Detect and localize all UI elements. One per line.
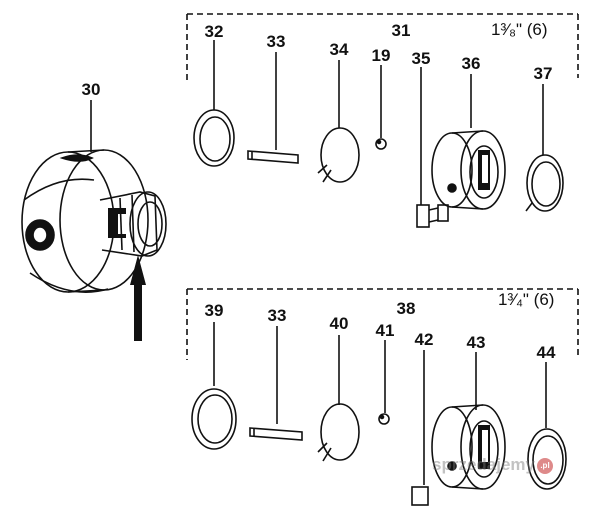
lower-group-title: 1³⁄₄" (6) xyxy=(498,290,555,309)
upper-group-title: 1³⁄₈" (6) xyxy=(491,20,548,39)
part-label-40: 40 xyxy=(329,314,349,333)
circlip-40 xyxy=(317,403,360,462)
bolt-42 xyxy=(411,486,429,506)
part-label-36: 36 xyxy=(461,54,481,73)
part-label-34: 34 xyxy=(329,40,349,59)
lower-leader-lines xyxy=(213,322,547,485)
pin-33-upper xyxy=(247,150,299,164)
snap-ring-37 xyxy=(525,154,564,212)
ball-41 xyxy=(378,413,390,425)
part-label-33-upper: 33 xyxy=(266,32,286,51)
circlip-34 xyxy=(317,127,360,183)
pin-33-lower xyxy=(249,427,303,441)
upper-group-bracket xyxy=(186,13,579,82)
part-label-42: 42 xyxy=(414,330,434,349)
part-label-44: 44 xyxy=(536,343,556,362)
collar-36 xyxy=(431,130,506,210)
upper-group-number: 31 xyxy=(391,21,411,40)
part-label-30: 30 xyxy=(81,80,101,99)
snap-ring-44 xyxy=(527,428,567,490)
part-label-35: 35 xyxy=(411,49,431,68)
lower-group-bracket xyxy=(186,288,579,360)
part-label-41: 41 xyxy=(375,321,395,340)
bolt-35 xyxy=(416,204,449,228)
lower-group-number: 38 xyxy=(396,299,416,318)
part-label-32: 32 xyxy=(204,22,224,41)
part-label-19: 19 xyxy=(371,46,391,65)
watermark: sprzedajemy.pl xyxy=(432,455,553,475)
watermark-text: sprzedajemy xyxy=(432,455,535,474)
part-label-43: 43 xyxy=(466,333,486,352)
part-label-39: 39 xyxy=(204,301,224,320)
hub-part-30 xyxy=(21,100,167,293)
upper-leader-lines xyxy=(213,40,544,205)
collar-43 xyxy=(431,404,506,490)
watermark-logo-icon: .pl xyxy=(537,457,553,474)
ball-19 xyxy=(375,138,387,150)
ring-32 xyxy=(193,109,235,167)
part-label-33-lower: 33 xyxy=(267,306,287,325)
arrow-pointer xyxy=(130,255,146,341)
part-label-37: 37 xyxy=(533,64,553,83)
ring-39 xyxy=(191,388,237,450)
